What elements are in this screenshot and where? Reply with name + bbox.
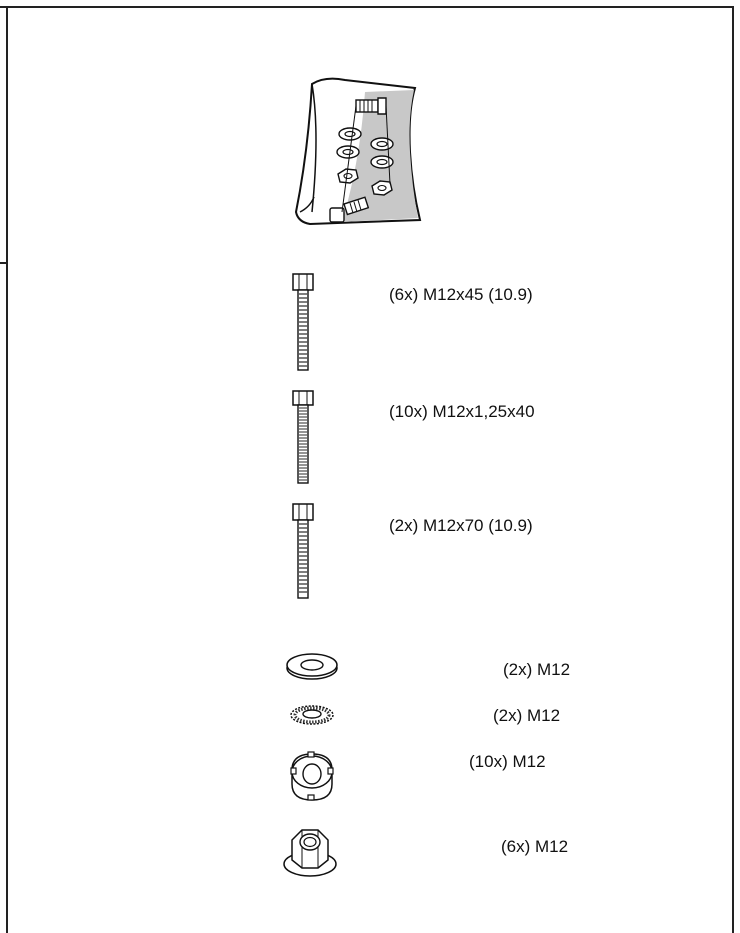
page-frame-left xyxy=(6,6,8,933)
flat-washer-icon xyxy=(285,652,339,682)
part-label: (2x) M12x70 (10.9) xyxy=(389,516,533,535)
page-frame-tick xyxy=(0,262,6,264)
part-label: (2x) M12 xyxy=(493,706,561,725)
hardware-bag-icon xyxy=(290,72,430,232)
hex-bolt-icon xyxy=(290,500,316,600)
serrated-lock-washer-icon xyxy=(289,703,335,727)
part-label: (2x) M12 xyxy=(503,660,571,679)
part-label: (6x) M12x45 (10.9) xyxy=(389,285,533,304)
hex-bolt-icon xyxy=(290,387,316,485)
cage-nut-icon xyxy=(287,748,337,804)
flange-nut-icon xyxy=(282,826,338,880)
part-label: (6x) M12 xyxy=(501,837,569,856)
part-label: (10x) M12x1,25x40 xyxy=(389,402,535,421)
page-frame-top xyxy=(0,6,734,8)
part-label: (10x) M12 xyxy=(469,752,546,771)
page-frame-right xyxy=(732,6,734,933)
hex-bolt-icon xyxy=(290,270,316,372)
